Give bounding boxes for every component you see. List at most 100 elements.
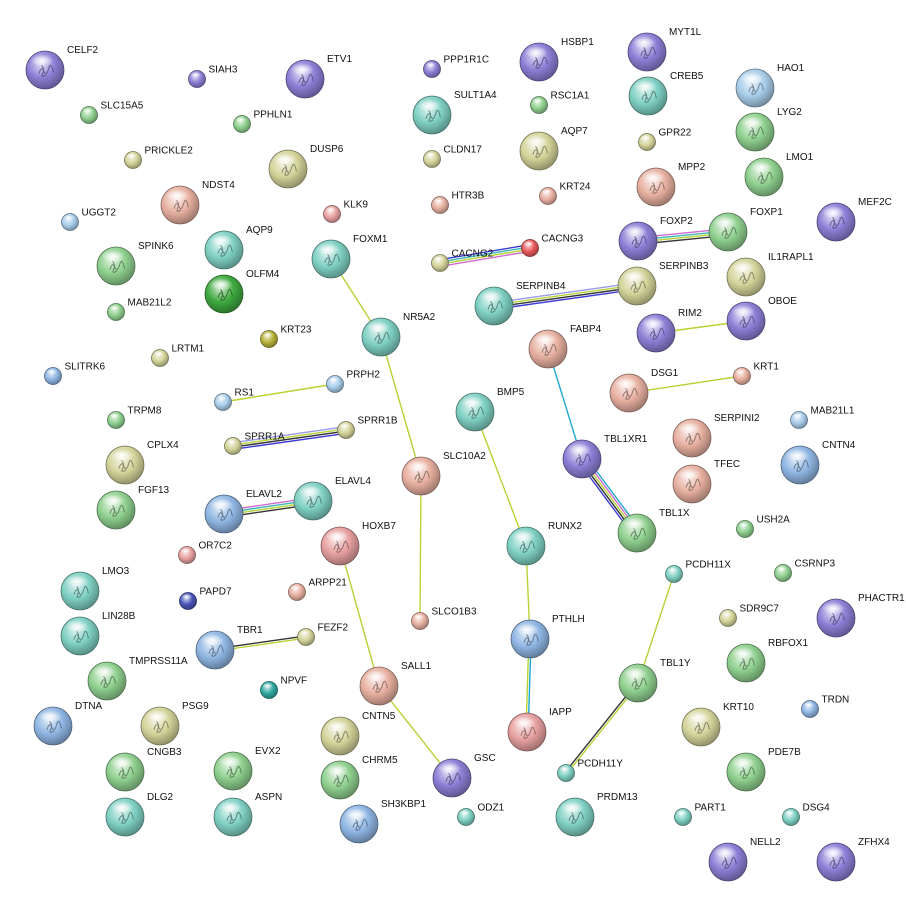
node-krt10[interactable]: KRT10 <box>681 702 754 747</box>
node-trpm8[interactable]: TRPM8 <box>107 406 162 429</box>
node-sult1a4[interactable]: SULT1A4 <box>412 90 497 135</box>
node-slco1b3[interactable]: SLCO1B3 <box>411 607 477 630</box>
node-sprr1a[interactable]: SPRR1A <box>224 432 285 455</box>
node-serpinb4[interactable]: SERPINB4 <box>474 281 566 326</box>
node-sdr9c7[interactable]: SDR9C7 <box>719 604 780 627</box>
node-npvf[interactable]: NPVF <box>260 676 308 699</box>
node-trdn[interactable]: TRDN <box>801 695 850 718</box>
node-tbl1y[interactable]: TBL1Y <box>618 658 691 703</box>
node-cacng2[interactable]: CACNG2 <box>431 249 494 272</box>
node-hao1[interactable]: HAO1 <box>735 63 805 108</box>
node-slitrk6[interactable]: SLITRK6 <box>44 362 106 385</box>
node-dsg4[interactable]: DSG4 <box>782 803 831 826</box>
node-part1[interactable]: PART1 <box>674 803 727 826</box>
node-cacng3[interactable]: CACNG3 <box>521 234 584 257</box>
node-cldn17[interactable]: CLDN17 <box>423 145 483 168</box>
node-zfhx4[interactable]: ZFHX4 <box>816 837 890 882</box>
node-iapp[interactable]: IAPP <box>507 707 572 752</box>
node-odz1[interactable]: ODZ1 <box>457 803 505 826</box>
node-serpinb3[interactable]: SERPINB3 <box>617 261 709 306</box>
node-hoxb7[interactable]: HOXB7 <box>320 521 396 566</box>
node-runx2[interactable]: RUNX2 <box>506 521 582 566</box>
node-cngb3[interactable]: CNGB3 <box>105 747 182 792</box>
node-foxm1[interactable]: FOXM1 <box>311 234 388 279</box>
node-rs1[interactable]: RS1 <box>214 388 255 411</box>
node-arpp21[interactable]: ARPP21 <box>288 578 348 601</box>
node-ush2a[interactable]: USH2A <box>736 515 791 538</box>
node-mab21l2[interactable]: MAB21L2 <box>107 298 172 321</box>
node-mef2c[interactable]: MEF2C <box>816 197 892 242</box>
node-fgf13[interactable]: FGF13 <box>96 485 170 530</box>
edge-sall1-gsc[interactable] <box>378 685 453 779</box>
node-nell2[interactable]: NELL2 <box>708 837 781 882</box>
node-cplx4[interactable]: CPLX4 <box>105 440 179 485</box>
node-bmp5[interactable]: BMP5 <box>455 387 525 432</box>
node-cntn5[interactable]: CNTN5 <box>320 711 396 756</box>
node-mpp2[interactable]: MPP2 <box>636 162 706 207</box>
node-elavl4[interactable]: ELAVL4 <box>293 476 371 521</box>
edge-slc10a2-slco1b3[interactable] <box>419 475 422 622</box>
node-il1rapl1[interactable]: IL1RAPL1 <box>726 252 814 297</box>
node-ppp1r1c[interactable]: PPP1R1C <box>423 55 490 78</box>
node-rsc1a1[interactable]: RSC1A1 <box>530 91 590 114</box>
node-phactr1[interactable]: PHACTR1 <box>816 593 905 638</box>
node-tbl1xr1[interactable]: TBL1XR1 <box>562 434 648 479</box>
node-aspn[interactable]: ASPN <box>213 792 282 837</box>
node-rim2[interactable]: RIM2 <box>636 308 702 353</box>
node-sall1[interactable]: SALL1 <box>359 661 431 706</box>
node-sh3kbp1[interactable]: SH3KBP1 <box>339 799 426 844</box>
edge-serpinb4-serpinb3[interactable] <box>493 282 638 310</box>
node-ndst4[interactable]: NDST4 <box>160 180 235 225</box>
node-siah3[interactable]: SIAH3 <box>188 65 238 88</box>
node-gsc[interactable]: GSC <box>432 753 496 798</box>
edge-cacng2-cacng3[interactable] <box>439 244 531 267</box>
node-slc10a2[interactable]: SLC10A2 <box>401 451 486 496</box>
node-pphln1[interactable]: PPHLN1 <box>233 110 293 133</box>
node-psg9[interactable]: PSG9 <box>140 701 209 746</box>
node-fezf2[interactable]: FEZF2 <box>297 623 349 646</box>
node-creb5[interactable]: CREB5 <box>628 71 704 116</box>
edge-hoxb7-sall1[interactable] <box>339 545 380 687</box>
edge-rs1-prph2[interactable] <box>222 383 336 403</box>
edge-sprr1a-sprr1b[interactable] <box>232 426 347 450</box>
node-prdm13[interactable]: PRDM13 <box>555 792 638 837</box>
edge-bmp5-runx2[interactable] <box>474 411 527 547</box>
node-myt1l[interactable]: MYT1L <box>627 27 702 72</box>
node-lmo1[interactable]: LMO1 <box>744 152 814 197</box>
node-serpini2[interactable]: SERPINI2 <box>672 413 760 458</box>
node-celf2[interactable]: CELF2 <box>25 45 99 90</box>
node-lin28b[interactable]: LIN28B <box>60 611 136 656</box>
node-lrtm1[interactable]: LRTM1 <box>151 344 205 367</box>
node-klk9[interactable]: KLK9 <box>323 200 369 223</box>
edge-nr5a2-slc10a2[interactable] <box>380 336 422 477</box>
node-pthlh[interactable]: PTHLH <box>510 614 585 659</box>
node-aqp9[interactable]: AQP9 <box>204 225 273 270</box>
node-olfm4[interactable]: OLFM4 <box>204 269 280 314</box>
node-krt23[interactable]: KRT23 <box>260 325 312 348</box>
node-fabp4[interactable]: FABP4 <box>528 324 602 369</box>
node-dusp6[interactable]: DUSP6 <box>268 144 344 189</box>
node-foxp1[interactable]: FOXP1 <box>708 207 783 252</box>
node-gpr22[interactable]: GPR22 <box>638 128 692 151</box>
node-prickle2[interactable]: PRICKLE2 <box>124 146 194 169</box>
node-krt24[interactable]: KRT24 <box>539 182 591 205</box>
node-htr3b[interactable]: HTR3B <box>431 191 485 214</box>
node-csrnp3[interactable]: CSRNP3 <box>774 559 836 582</box>
node-or7c2[interactable]: OR7C2 <box>178 541 233 564</box>
node-tfec[interactable]: TFEC <box>672 459 740 504</box>
node-oboe[interactable]: OBOE <box>726 296 797 341</box>
node-dlg2[interactable]: DLG2 <box>105 792 174 837</box>
node-uggt2[interactable]: UGGT2 <box>61 208 117 231</box>
node-etv1[interactable]: ETV1 <box>285 54 352 99</box>
node-mab21l1[interactable]: MAB21L1 <box>790 406 855 429</box>
node-tbl1x[interactable]: TBL1X <box>617 508 690 553</box>
node-evx2[interactable]: EVX2 <box>213 746 281 791</box>
node-prph2[interactable]: PRPH2 <box>326 370 381 393</box>
node-elavl2[interactable]: ELAVL2 <box>204 489 282 534</box>
node-papd7[interactable]: PAPD7 <box>179 587 232 610</box>
node-tbr1[interactable]: TBR1 <box>195 625 263 670</box>
node-rbfox1[interactable]: RBFOX1 <box>726 638 808 683</box>
node-cntn4[interactable]: CNTN4 <box>780 440 856 485</box>
node-nr5a2[interactable]: NR5A2 <box>361 312 436 357</box>
node-pde7b[interactable]: PDE7B <box>726 747 801 792</box>
